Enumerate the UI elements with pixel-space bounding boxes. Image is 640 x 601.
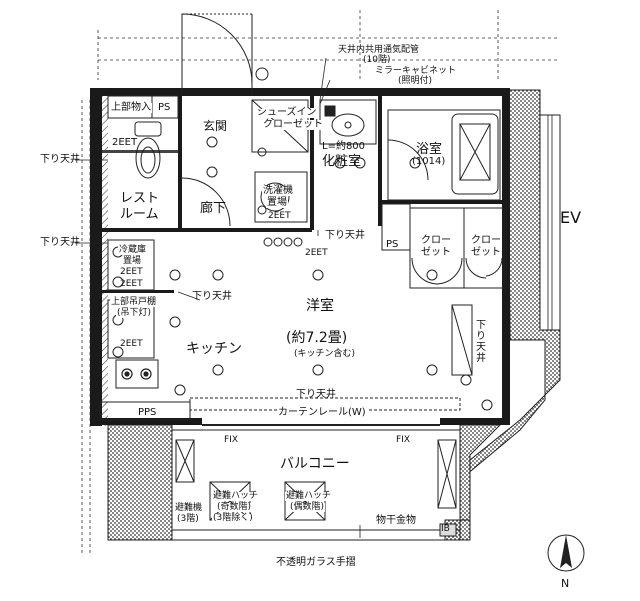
sink-icon (324, 105, 365, 137)
lowered-ceiling-label-3: 下り天井 (324, 230, 366, 241)
lowered-ceiling-label-4: 下り天井 (192, 291, 232, 302)
hatch-2-label-1: 避難ハッチ (285, 491, 333, 501)
closet-b-label-2: ゼット (470, 247, 502, 258)
entrance-door (181, 13, 253, 96)
escape-ladder-label-1: 避難機 (174, 503, 204, 513)
hatch-1-label-3: (3階除く) (212, 513, 254, 523)
ps-label-2: PS (386, 239, 399, 250)
ps-label: PS (158, 102, 171, 113)
stove-icon (121, 368, 152, 380)
toilet-icon (134, 121, 162, 179)
washer-label-1: 洗濯機 (262, 185, 294, 196)
code-2eet-3: 2EET (305, 248, 328, 258)
restroom-label-1: レスト (120, 191, 160, 206)
mirror-cabinet-sub-label: (照明付) (398, 76, 433, 86)
code-2eet-4: 2EET (120, 267, 143, 277)
fix-label-left: FIX (224, 435, 238, 445)
closet-b-label-1: クロー (470, 235, 502, 246)
western-room-label: 洋室 (306, 298, 334, 314)
fridge-label-2: 置場 (122, 256, 143, 266)
shoes-closet-label-1: シューズイン (256, 107, 318, 118)
hatch-2-label-2: (偶数階) (289, 502, 326, 512)
pps-label: PPS (138, 407, 157, 418)
ib-label: IB (441, 524, 450, 534)
hallway-label: 廊下 (200, 201, 227, 216)
ceiling-duct-sub-label: (10階) (363, 55, 391, 65)
upper-cabinet-label-1: 上部吊戸棚 (110, 297, 158, 307)
ev-label: EV (560, 208, 582, 227)
drying-hardware-label: 物干金物 (376, 515, 416, 526)
curtain-rail-label: カーテンレール(W) (277, 407, 367, 418)
hatch-1-label-2: (奇数階) (216, 502, 253, 512)
reference-grid (81, 10, 560, 555)
lowered-ceiling-label-5: 下り天井 (476, 320, 486, 364)
upper-cabinet-label-2: (吊下灯) (116, 308, 153, 318)
north-arrow-icon (547, 534, 585, 572)
fix-label-right: FIX (396, 435, 410, 445)
code-2eet-5: 2EET (120, 279, 143, 289)
closet-a-label-2: ゼット (420, 247, 452, 258)
walls (90, 88, 510, 426)
hatch-1-label-1: 避難ハッチ (212, 491, 260, 501)
kitchen-label: キッチン (186, 341, 242, 357)
entrance-label: 玄関 (203, 119, 228, 133)
closet-doors (181, 139, 503, 285)
restroom-label-2: ルーム (120, 207, 159, 222)
closet-a-label-1: クロー (420, 235, 452, 246)
lowered-ceiling-label-2: 下り天井 (40, 237, 80, 248)
ceiling-duct-label: 天井内共用通気配管 (338, 45, 420, 55)
upper-storage-label: 上部物入 (110, 102, 152, 113)
vanity-room-label: 化粧室 (322, 154, 362, 169)
balcony-structure (107, 424, 502, 541)
code-2eet-2: 2EET (268, 211, 291, 221)
lavatory-width-label: L=約800 (322, 141, 366, 152)
fridge-label-1: 冷蔵庫 (118, 245, 148, 255)
lowered-ceiling-label-6: 下り天井 (296, 389, 336, 400)
shoes-closet-label-2: クローゼット (262, 119, 324, 130)
escape-ladder-label-2: (3階) (176, 514, 200, 524)
balcony-label: バルコニー (280, 456, 350, 472)
bathroom-label: 浴室 (416, 142, 443, 157)
north-label: N (561, 577, 570, 590)
mirror-cabinet-label: ミラーキャビネット (375, 66, 457, 76)
washer-label-2: 置場 (266, 197, 288, 208)
railing-label: 不透明ガラス手摺 (276, 557, 356, 568)
room-size-sub-label: (キッチン含む) (294, 349, 356, 359)
balcony (171, 424, 461, 541)
bathroom-size-label: (1014) (412, 156, 446, 167)
leader-lines (75, 57, 361, 538)
room-outlines (99, 95, 505, 421)
ceiling-light-icon (169, 136, 438, 376)
code-2eet-6: 2EET (120, 339, 143, 349)
room-size-label: (約7.2畳) (286, 330, 348, 346)
code-2eet-1: 2EET (112, 137, 138, 148)
lowered-ceiling-label-1: 下り天井 (40, 154, 80, 165)
